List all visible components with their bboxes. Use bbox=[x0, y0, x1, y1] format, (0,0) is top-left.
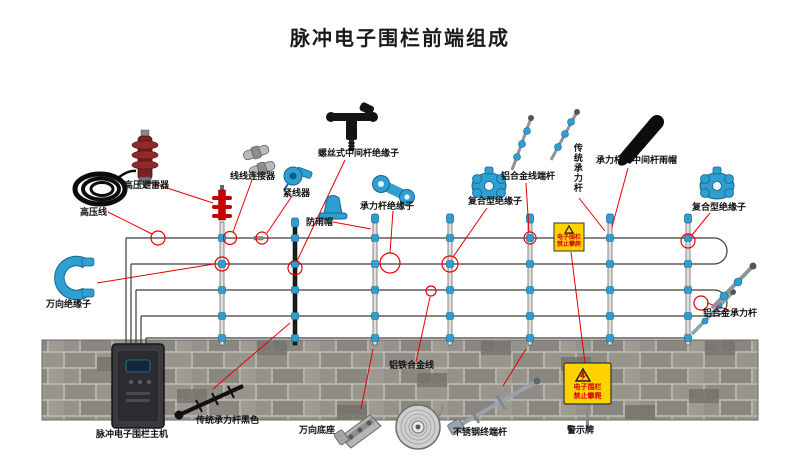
standalone-sign-line2: 禁止攀爬 bbox=[573, 392, 602, 400]
tensioner-icon bbox=[283, 166, 313, 191]
label-alu-terminal-pole: 铝合金线端杆 bbox=[501, 171, 556, 181]
callout-circles bbox=[150, 230, 709, 311]
fence-sign-line2: 禁止攀爬 bbox=[556, 242, 581, 249]
alu-iron-wire-icon bbox=[395, 404, 444, 450]
label-controller: 脉冲电子围栏主机 bbox=[96, 429, 169, 439]
alu-terminal-pole-icon bbox=[510, 115, 534, 171]
label-traditional-load-pole-black: 传统承力杆黑色 bbox=[196, 415, 260, 425]
label-universal-insulator: 万向绝缘子 bbox=[46, 299, 92, 309]
fence-post-black bbox=[292, 225, 298, 346]
page-title: 脉冲电子围栏前端组成 bbox=[290, 28, 510, 50]
label-alu-load-pole: 铝合金承力杆 bbox=[703, 308, 758, 318]
universal-base-icon bbox=[333, 414, 382, 449]
lightning-arrester-icon bbox=[131, 129, 159, 185]
label-arrester: 高压避雷器 bbox=[124, 180, 170, 190]
stainless-terminal-pole-icon bbox=[447, 377, 541, 436]
label-load-pole-insulator: 承力杆绝缘子 bbox=[360, 201, 415, 211]
fence-posts bbox=[219, 213, 692, 346]
universal-insulator-icon bbox=[54, 255, 95, 301]
standalone-sign-line1: 电子围栏 bbox=[573, 384, 602, 391]
rain-cap-icon bbox=[318, 195, 348, 220]
pole-rain-cap-icon bbox=[617, 115, 664, 166]
traditional-load-pole-icon bbox=[549, 109, 580, 161]
label-pole-rain-cap: 承力杆、中间杆雨帽 bbox=[596, 155, 678, 165]
leader-lines bbox=[96, 159, 730, 410]
label-composite-insulator-right: 复合型绝缘子 bbox=[692, 202, 747, 212]
fence-warning-sign-icon bbox=[553, 222, 585, 252]
controller-icon bbox=[111, 343, 165, 429]
fence-sign-text: 电子围栏 禁止攀爬 bbox=[554, 235, 584, 249]
traditional-load-pole-black-icon bbox=[174, 384, 244, 420]
line-insulators bbox=[218, 234, 692, 342]
warning-sign-icon bbox=[563, 362, 612, 430]
label-wire-connector: 线线连接器 bbox=[230, 171, 276, 181]
label-screw-mid-insulator: 螺丝式中间杆绝缘子 bbox=[318, 148, 400, 158]
alu-load-pole-icon bbox=[710, 262, 757, 310]
standalone-sign-text: 电子围栏 禁止攀爬 bbox=[566, 384, 609, 402]
wire-connector-icon bbox=[243, 144, 276, 177]
label-warning-sign: 警示牌 bbox=[567, 425, 595, 435]
fence-sign-line1: 电子围栏 bbox=[556, 235, 581, 241]
label-tensioner: 紧线器 bbox=[283, 188, 311, 198]
label-alu-iron-wire: 铝铁合金线 bbox=[389, 360, 435, 370]
label-traditional-load-pole: 传统承力杆 bbox=[572, 143, 583, 193]
load-pole-insulator-icon bbox=[372, 175, 415, 205]
high-voltage-wire-icon bbox=[72, 169, 137, 207]
label-universal-base: 万向底座 bbox=[299, 425, 336, 435]
label-composite-insulator-left: 复合型绝缘子 bbox=[468, 196, 523, 206]
label-stainless-terminal-pole: 不锈钢终端杆 bbox=[453, 427, 508, 437]
label-rain-cap: 防雨帽 bbox=[306, 217, 334, 227]
label-high-voltage-wire: 高压线 bbox=[80, 207, 108, 217]
screw-mid-insulator-icon bbox=[326, 102, 378, 151]
mounted-arrester bbox=[212, 185, 232, 221]
composite-insulator-right-icon bbox=[699, 166, 735, 200]
